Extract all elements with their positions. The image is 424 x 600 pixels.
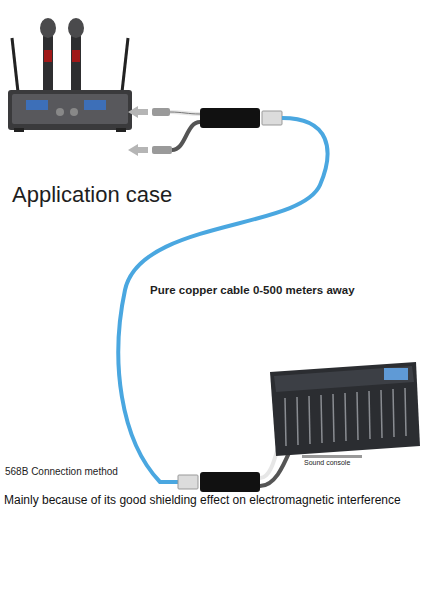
antenna xyxy=(12,38,18,92)
microphone xyxy=(40,18,56,96)
balun-box xyxy=(200,108,260,128)
device-label: Sound console xyxy=(304,459,350,466)
rj45-plug xyxy=(262,111,282,125)
mixing-console xyxy=(270,362,420,458)
heading: Application case xyxy=(12,182,172,208)
balun-box xyxy=(200,472,260,492)
xlr-plug xyxy=(152,146,172,154)
antenna xyxy=(122,38,128,92)
caption: Mainly because of its good shielding eff… xyxy=(4,493,420,507)
wireless-receiver xyxy=(8,90,132,132)
signal-arrow xyxy=(128,106,148,118)
xlr-plug xyxy=(152,108,170,116)
wiring-note: 568B Connection method xyxy=(5,466,145,477)
rj45-plug xyxy=(178,475,198,489)
cable-note: Pure copper cable 0-500 meters away xyxy=(150,284,418,296)
microphone xyxy=(68,18,84,96)
signal-arrow xyxy=(128,144,148,156)
